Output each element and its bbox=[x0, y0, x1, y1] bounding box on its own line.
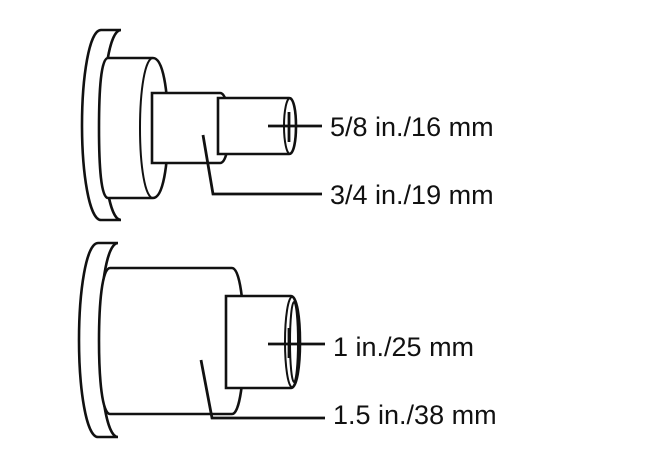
bottom-large-port-leader bbox=[199, 359, 325, 420]
bottom-large-port-label: 1.5 in./38 mm bbox=[333, 400, 497, 430]
top-fitting: 5/8 in./16 mm 3/4 in./19 mm bbox=[80, 28, 494, 222]
top-large-port-leader bbox=[201, 134, 322, 196]
top-base-edge bbox=[138, 57, 154, 199]
bottom-small-port-label: 1 in./25 mm bbox=[333, 332, 474, 362]
top-small-port-label: 5/8 in./16 mm bbox=[330, 112, 494, 142]
bottom-base-body bbox=[97, 266, 246, 416]
top-large-port-label: 3/4 in./19 mm bbox=[330, 180, 494, 210]
bottom-fitting: 1 in./25 mm 1.5 in./38 mm bbox=[77, 241, 497, 439]
